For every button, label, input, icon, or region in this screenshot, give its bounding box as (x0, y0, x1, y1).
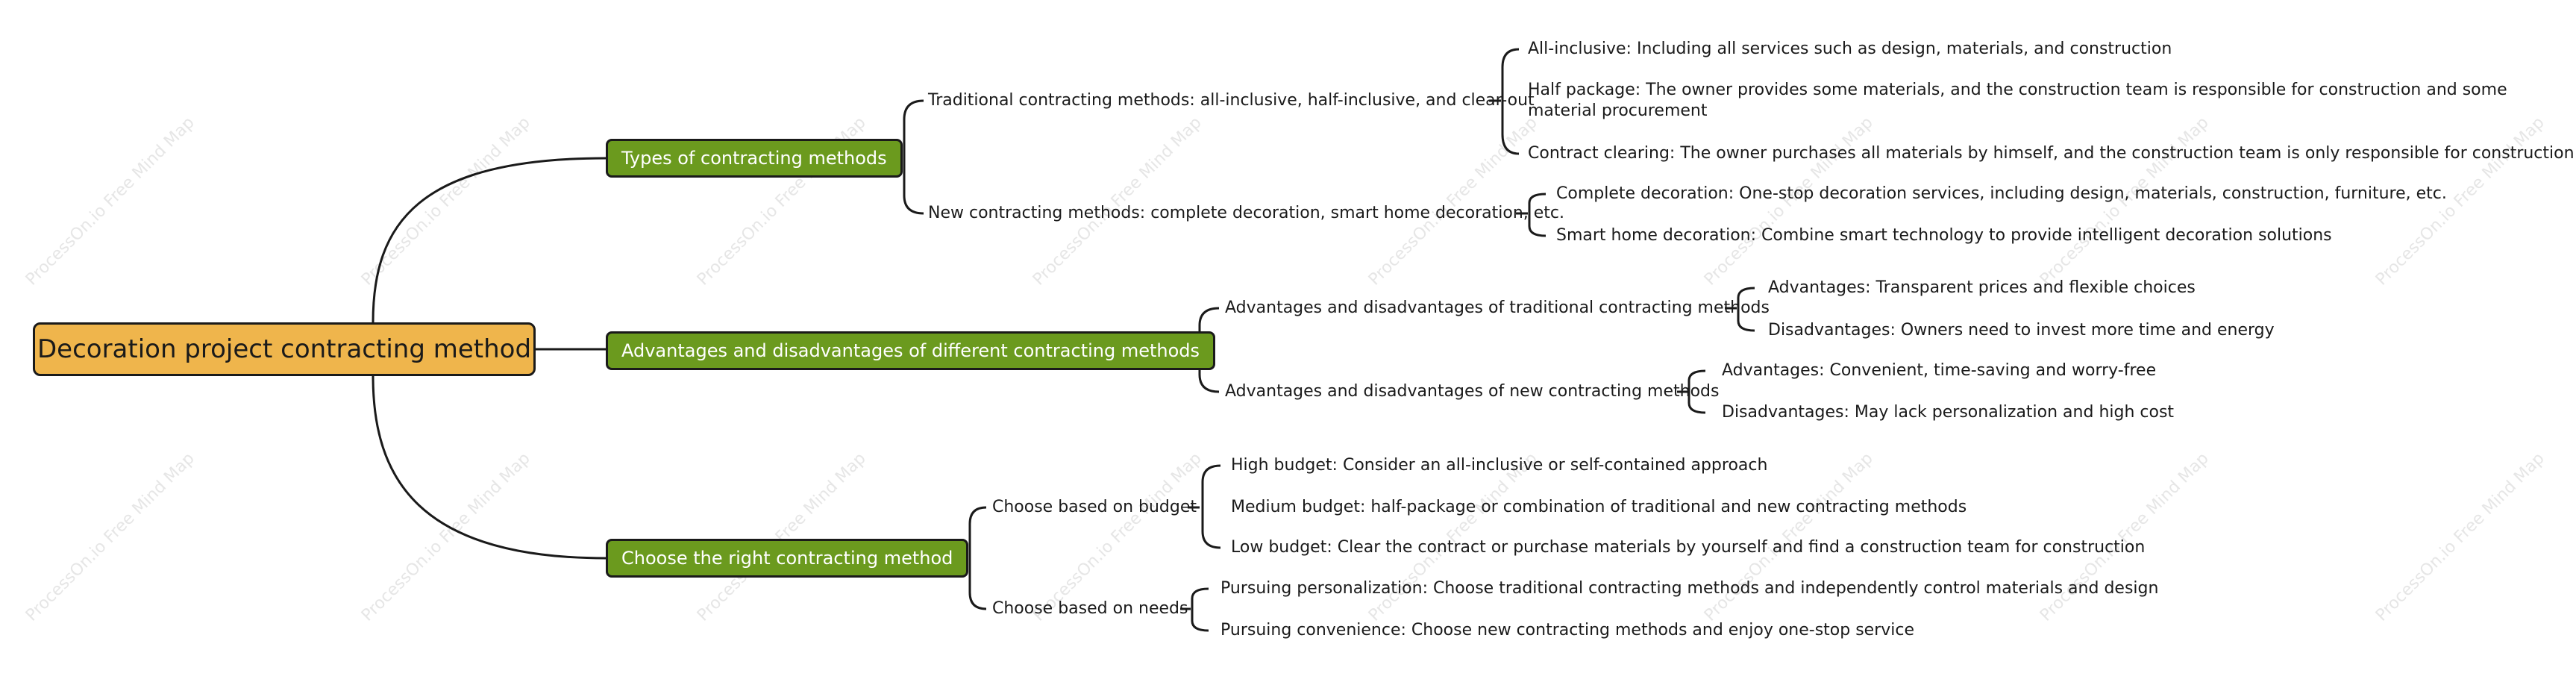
leaf-all-inclusive[interactable]: All-inclusive: Including all services su… (1528, 40, 2172, 58)
leaf-low-budget[interactable]: Low budget: Clear the contract or purcha… (1231, 538, 2146, 557)
branch-node-choose[interactable]: Choose the right contracting method (606, 539, 969, 578)
leaf-medium-budget[interactable]: Medium budget: half-package or combinati… (1231, 498, 1967, 516)
leaf-adv-traditional-advantages[interactable]: Advantages: Transparent prices and flexi… (1768, 278, 2196, 297)
subtopic-needs[interactable]: Choose based on needs (992, 599, 1188, 618)
leaf-half-package[interactable]: Half package: The owner provides some ma… (1528, 81, 2507, 120)
subtopic-adv-new[interactable]: Advantages and disadvantages of new cont… (1225, 382, 1720, 401)
branch-node-types[interactable]: Types of contracting methods (606, 139, 903, 178)
leaf-high-budget[interactable]: High budget: Consider an all-inclusive o… (1231, 456, 1768, 475)
leaf-adv-traditional-disadvantages[interactable]: Disadvantages: Owners need to invest mor… (1768, 321, 2275, 340)
leaf-complete-decoration[interactable]: Complete decoration: One-stop decoration… (1556, 184, 2447, 203)
branch-node-advantages[interactable]: Advantages and disadvantages of differen… (606, 331, 1216, 370)
leaf-adv-new-advantages[interactable]: Advantages: Convenient, time-saving and … (1722, 361, 2157, 380)
leaf-personalization[interactable]: Pursuing personalization: Choose traditi… (1220, 579, 2159, 598)
subtopic-adv-traditional[interactable]: Advantages and disadvantages of traditio… (1225, 298, 1770, 317)
leaf-convenience[interactable]: Pursuing convenience: Choose new contrac… (1220, 621, 1915, 640)
root-node[interactable]: Decoration project contracting method (33, 322, 536, 376)
leaf-adv-new-disadvantages[interactable]: Disadvantages: May lack personalization … (1722, 403, 2175, 422)
subtopic-new-methods[interactable]: New contracting methods: complete decora… (928, 204, 1565, 222)
leaf-contract-clearing[interactable]: Contract clearing: The owner purchases a… (1528, 144, 2575, 163)
subtopic-traditional-methods[interactable]: Traditional contracting methods: all-inc… (928, 91, 1535, 110)
subtopic-budget[interactable]: Choose based on budget (992, 498, 1197, 516)
leaf-smart-home[interactable]: Smart home decoration: Combine smart tec… (1556, 226, 2332, 245)
